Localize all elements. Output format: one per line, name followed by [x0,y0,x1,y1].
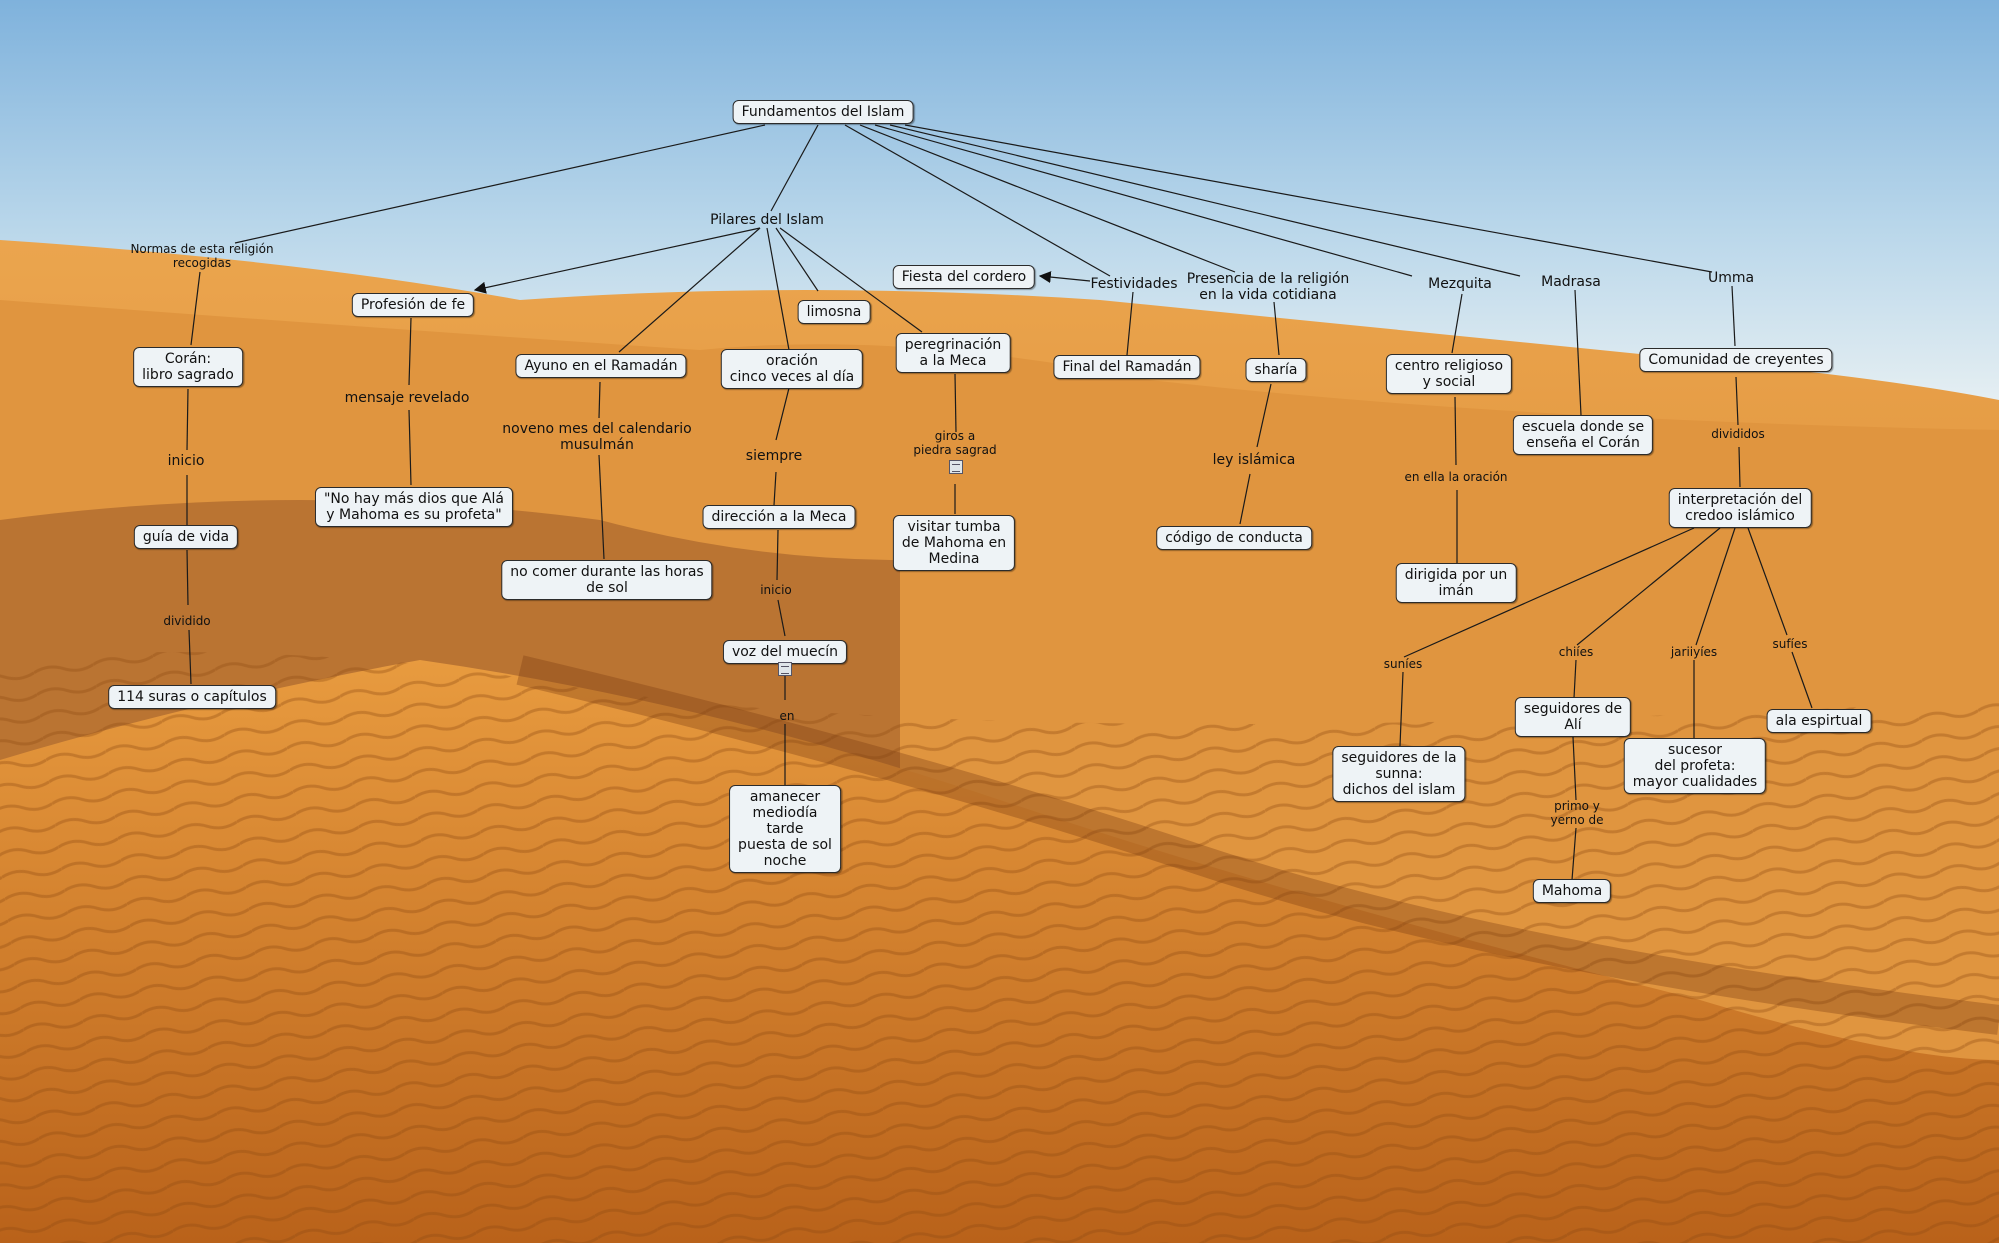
concept-limosna[interactable]: limosna [797,300,871,324]
concept-no-hay-mas-dios[interactable]: "No hay más dios que Alá y Mahoma es su … [314,487,514,527]
link-label-festividades: Festividades [1090,276,1178,292]
concept-seguidores-ali[interactable]: seguidores de Alí [1514,697,1632,737]
concept-seguidores-sunna[interactable]: seguidores de la sunna: dichos del islam [1332,746,1466,802]
link-label-madrasa: Madrasa [1541,274,1601,290]
concept-interpretacion-credo[interactable]: interpretación del credoo islámico [1668,488,1812,528]
concept-no-comer[interactable]: no comer durante las horas de sol [501,560,713,600]
link-label-mensaje-revelado: mensaje revelado [344,390,470,406]
link-label-umma: Umma [1707,270,1755,286]
concept-escuela[interactable]: escuela donde se enseña el Corán [1512,415,1654,455]
concept-direccion-meca[interactable]: dirección a la Meca [702,505,856,529]
link-label-jariiyies: jariiyíes [1670,645,1718,659]
link-label-presencia: Presencia de la religión en la vida coti… [1186,271,1350,303]
concept-sucesor-profeta[interactable]: sucesor del profeta: mayor cualidades [1623,738,1767,794]
link-label-ley-islamica: ley islámica [1212,452,1296,468]
concept-centro-religioso[interactable]: centro religioso y social [1385,354,1513,394]
concept-comunidad-creyentes[interactable]: Comunidad de creyentes [1639,348,1833,372]
concept-coran[interactable]: Corán: libro sagrado [133,347,243,387]
concept-visitar-tumba[interactable]: visitar tumba de Mahoma en Medina [892,515,1016,571]
concept-peregrinacion[interactable]: peregrinación a la Meca [895,333,1011,373]
link-label-sunies: suníes [1383,657,1423,671]
link-label-mezquita: Mezquita [1428,276,1492,292]
link-label-divididos: divididos [1711,427,1765,441]
resource-icon[interactable] [949,460,963,474]
link-label-inicio: inicio [167,453,205,469]
link-label-siempre: siempre [745,448,803,464]
link-label-dividido: dividido [163,614,211,628]
link-label-en: en [779,709,795,723]
concept-fundamentos-del-islam[interactable]: Fundamentos del Islam [732,100,914,124]
concept-codigo-conducta[interactable]: código de conducta [1156,526,1312,550]
link-label-en-ella-oracion: en ella la oración [1404,470,1508,484]
concept-ayuno-ramadan[interactable]: Ayuno en el Ramadán [515,354,687,378]
concept-dirigida-iman[interactable]: dirigida por un imán [1395,563,1517,603]
link-label-chiies: chiíes [1558,645,1594,659]
concept-mahoma[interactable]: Mahoma [1532,879,1612,903]
concept-final-ramadan[interactable]: Final del Ramadán [1053,355,1201,379]
concept-profesion-de-fe[interactable]: Profesión de fe [351,293,475,317]
concept-sharia[interactable]: sharía [1245,358,1307,382]
concept-oracion[interactable]: oración cinco veces al día [720,349,864,389]
link-label-primo-yerno: primo y yerno de [1550,799,1604,827]
concept-114-suras[interactable]: 114 suras o capítulos [108,685,276,709]
link-label-pilares: Pilares del Islam [710,212,824,228]
link-label-inicio-2: inicio [760,583,792,597]
link-label-normas: Normas de esta religión recogidas [130,242,274,270]
link-label-noveno-mes: noveno mes del calendario musulmán [502,421,692,453]
concept-guia-de-vida[interactable]: guía de vida [133,525,239,549]
concept-fiesta-cordero[interactable]: Fiesta del cordero [892,265,1036,289]
link-label-sufies: sufíes [1772,637,1808,651]
concept-voz-muecin[interactable]: voz del muecín [722,640,848,664]
concept-ala-espirtual[interactable]: ala espirtual [1766,709,1872,733]
link-label-giros: giros a piedra sagrad [913,429,997,457]
concept-horas-oracion[interactable]: amanecer mediodía tarde puesta de sol no… [729,785,841,873]
resource-icon[interactable] [778,662,792,676]
